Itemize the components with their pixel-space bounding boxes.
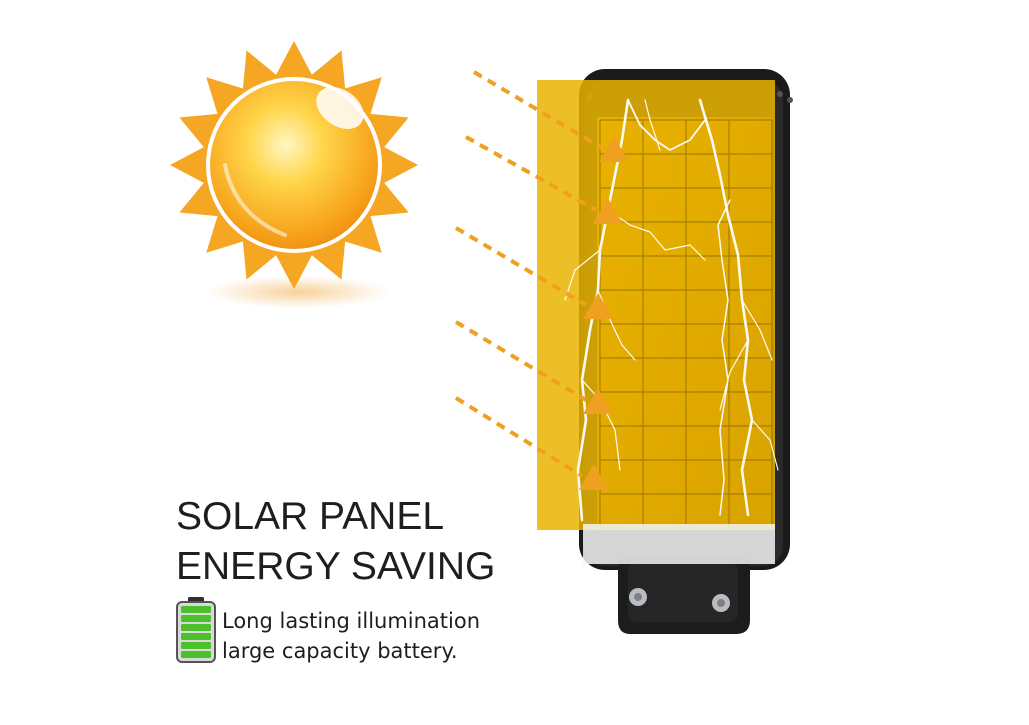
energy-arrows	[454, 70, 629, 490]
feature-line-1: Long lasting illumination	[222, 609, 481, 633]
lightning-effect	[564, 98, 779, 522]
sun-shadow	[206, 276, 390, 308]
battery-icon	[176, 597, 216, 663]
energy-arrow-line	[465, 135, 597, 212]
feature-line-2: large capacity battery.	[222, 639, 458, 663]
energy-arrow-line	[472, 70, 604, 150]
headline: SOLAR PANEL ENERGY SAVING	[176, 492, 495, 592]
arrow-icon	[579, 464, 609, 490]
arrow-icon	[583, 293, 613, 319]
battery-cell	[181, 642, 211, 649]
battery-cell	[181, 624, 211, 631]
arrow-icon	[593, 198, 623, 224]
sun-icon	[170, 41, 418, 289]
battery-cell	[181, 633, 211, 640]
battery-cell	[181, 606, 211, 613]
headline-line-1: SOLAR PANEL	[176, 495, 445, 538]
feature-description: Long lasting illumination large capacity…	[222, 606, 480, 666]
energy-arrow-line	[454, 396, 584, 478]
headline-line-2: ENERGY SAVING	[176, 545, 496, 588]
battery-cell	[181, 615, 211, 622]
battery-cell	[181, 651, 211, 658]
arrow-icon	[599, 136, 629, 162]
arrow-icon	[583, 388, 613, 414]
solar-panel	[537, 80, 775, 564]
battery-feature: Long lasting illumination large capacity…	[174, 596, 534, 666]
